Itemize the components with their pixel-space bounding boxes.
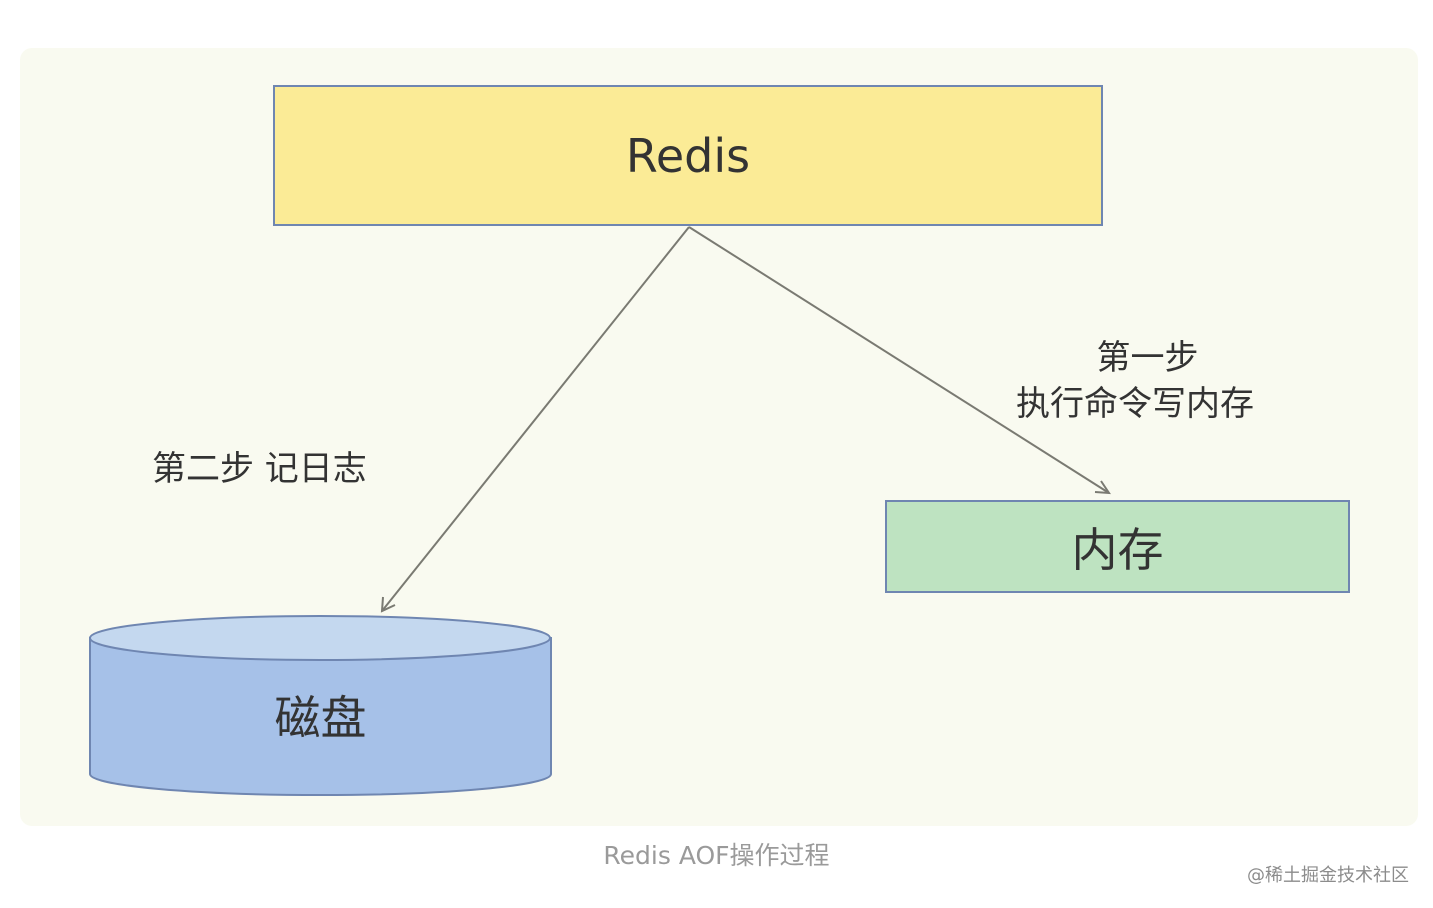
watermark: @稀土掘金技术社区 bbox=[1247, 865, 1409, 886]
figure-caption: Redis AOF操作过程 bbox=[603, 841, 830, 870]
disk-cylinder bbox=[89, 615, 552, 797]
arrow-to-disk bbox=[380, 226, 690, 613]
step1-description: 执行命令写内存 bbox=[1016, 384, 1254, 424]
redis-node: Redis bbox=[273, 85, 1103, 226]
arrow-to-memory bbox=[688, 226, 1111, 495]
disk-top bbox=[89, 615, 551, 661]
step1-title: 第一步 bbox=[1096, 338, 1199, 378]
step2-label: 第二步 记日志 bbox=[152, 449, 367, 489]
memory-label: 内存 bbox=[1071, 522, 1164, 577]
redis-label: Redis bbox=[625, 128, 751, 183]
disk-body bbox=[89, 637, 552, 797]
disk-label: 磁盘 bbox=[274, 691, 367, 745]
memory-node: 内存 bbox=[885, 500, 1350, 593]
